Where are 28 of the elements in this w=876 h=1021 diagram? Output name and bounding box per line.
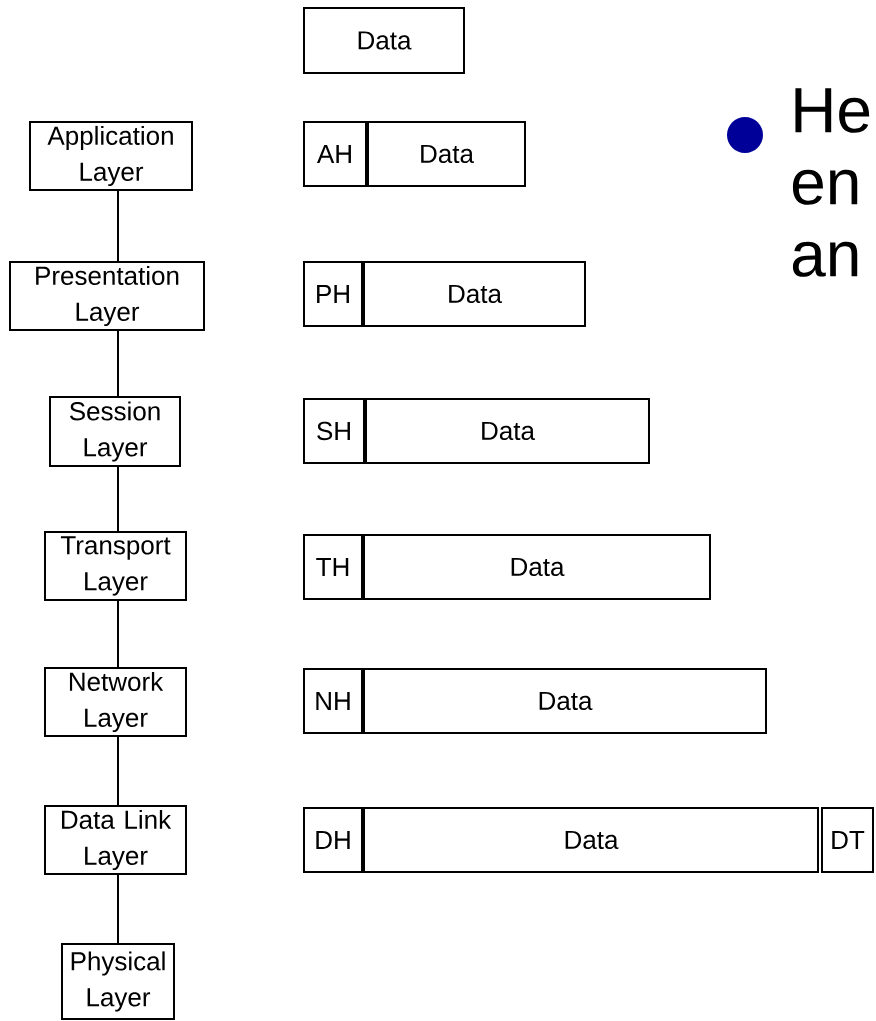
header-field-box: DH: [303, 807, 363, 873]
connector-line: [117, 189, 119, 263]
header-field-box: AH: [303, 121, 367, 187]
layer-box: Transport Layer: [44, 531, 187, 601]
layer-box: Session Layer: [49, 396, 181, 467]
header-field-box: SH: [303, 398, 365, 464]
connector-line: [117, 329, 119, 398]
data-field-box: Data: [365, 398, 650, 464]
connector-line: [117, 873, 119, 945]
data-field-box: Data: [303, 7, 465, 74]
data-field-box: Data: [363, 668, 767, 734]
trailer-field-box: DT: [821, 807, 874, 873]
data-field-box: Data: [363, 807, 819, 873]
layer-box: Physical Layer: [61, 943, 175, 1020]
bullet-text: He en an: [792, 88, 870, 277]
layer-box: Application Layer: [29, 121, 193, 191]
data-field-box: Data: [367, 121, 526, 187]
layer-box: Network Layer: [44, 667, 187, 737]
header-field-box: NH: [303, 668, 363, 734]
layer-box: Presentation Layer: [9, 261, 205, 331]
layer-box: Data Link Layer: [44, 805, 187, 875]
header-field-box: PH: [303, 261, 363, 327]
data-field-box: Data: [363, 534, 711, 600]
connector-line: [117, 735, 119, 807]
connector-line: [117, 465, 119, 533]
connector-line: [117, 599, 119, 669]
header-field-box: TH: [303, 534, 363, 600]
data-field-box: Data: [363, 261, 586, 327]
